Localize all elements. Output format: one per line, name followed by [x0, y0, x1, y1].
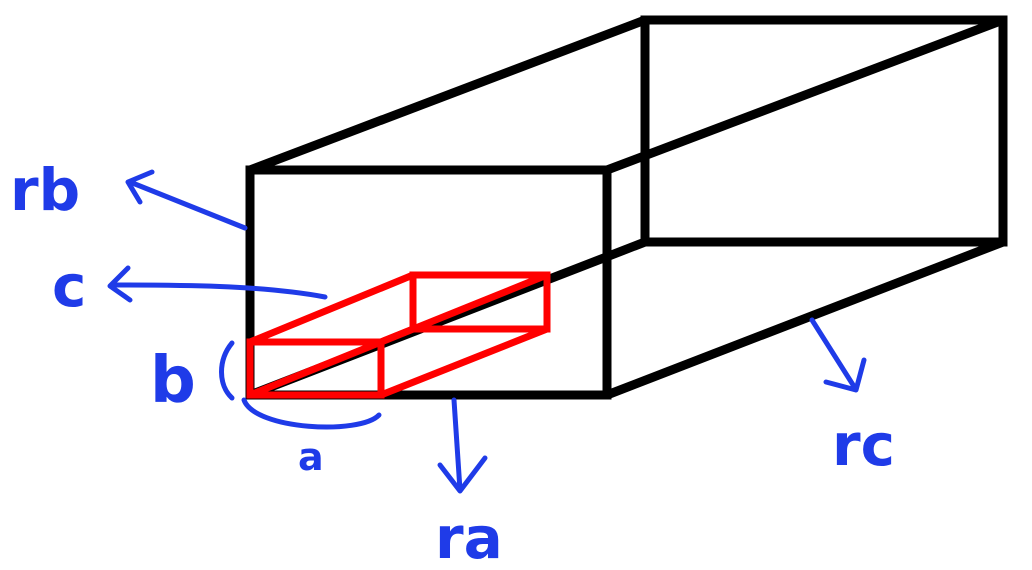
ra-annotation: ra	[435, 397, 503, 570]
ra-label: ra	[435, 504, 503, 570]
outer-edge-bottom-right	[605, 237, 1005, 400]
inner-front-face	[246, 338, 385, 399]
rc-arrowhead	[823, 357, 867, 393]
a-label: a	[298, 435, 324, 479]
inner-prism	[246, 271, 551, 399]
c-arrow	[109, 282, 328, 300]
outer-back-face	[640, 15, 1008, 247]
c-annotation: c	[52, 252, 328, 320]
inner-edge-top-left	[248, 271, 415, 346]
c-label: c	[52, 252, 86, 320]
inner-edge-bottom-left	[248, 325, 415, 399]
rc-arrow	[809, 317, 858, 391]
b-label: b	[150, 344, 196, 418]
b-bracket	[219, 340, 235, 401]
outer-edge-top-right	[605, 15, 1005, 175]
rb-annotation: rb	[10, 156, 248, 231]
rc-label: rc	[832, 411, 895, 479]
b-annotation: b	[150, 340, 235, 418]
inner-edge-bottom-right	[379, 325, 549, 399]
rb-arrow	[127, 179, 248, 231]
inner-back-face	[409, 271, 551, 333]
a-brace	[241, 397, 382, 430]
a-annotation: a	[241, 397, 382, 479]
rb-label: rb	[10, 156, 80, 224]
ra-arrow	[451, 397, 463, 493]
rb-arrowhead	[125, 169, 155, 205]
ra-arrowhead	[437, 455, 488, 494]
rc-annotation: rc	[809, 317, 895, 479]
c-arrowhead	[107, 265, 133, 303]
outer-edge-top-left	[248, 15, 647, 175]
outer-front-face	[245, 165, 612, 400]
